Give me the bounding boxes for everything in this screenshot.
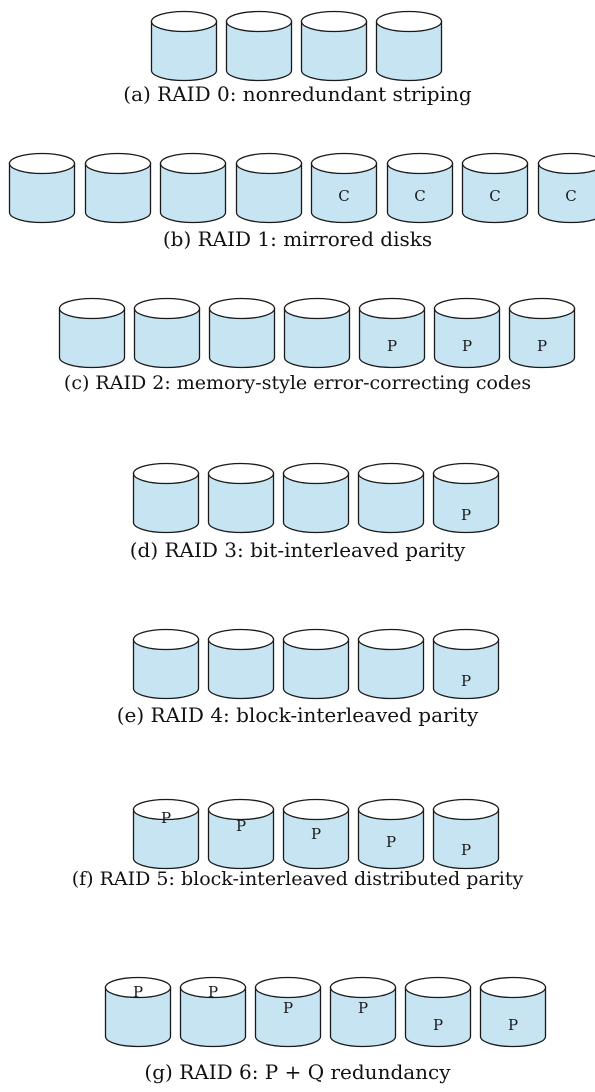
disk xyxy=(357,628,425,700)
disk xyxy=(132,628,200,700)
disk-c: C xyxy=(310,152,378,224)
disk-c: C xyxy=(461,152,529,224)
parity-marker: P xyxy=(386,337,398,355)
disk xyxy=(208,297,276,369)
parity-marker: P xyxy=(207,983,219,1001)
parity-marker: P xyxy=(460,841,472,859)
disk-row-raid-5: P P P P P xyxy=(132,798,500,870)
disk xyxy=(375,10,443,82)
disk-c: C xyxy=(386,152,454,224)
parity-marker: P xyxy=(432,1016,444,1034)
disk-row-raid-4: P xyxy=(132,628,500,700)
disk-row-raid-6: P P P P P P xyxy=(104,976,547,1048)
caption-raid-2: (c) RAID 2: memory-style error-correctin… xyxy=(63,372,532,394)
disk-p: P xyxy=(179,976,247,1048)
disk xyxy=(8,152,76,224)
disk xyxy=(282,628,350,700)
disk-c: C xyxy=(537,152,595,224)
copy-marker: C xyxy=(338,187,350,205)
disk-p: P xyxy=(254,976,322,1048)
disk-p: P xyxy=(432,462,500,534)
disk-p: P xyxy=(479,976,547,1048)
parity-marker: P xyxy=(461,337,473,355)
disk xyxy=(150,10,218,82)
parity-marker: P xyxy=(282,999,294,1017)
disk-p: P xyxy=(433,297,501,369)
parity-marker: P xyxy=(507,1016,519,1034)
disk xyxy=(283,297,351,369)
disk-p: P xyxy=(207,798,275,870)
disk-p: P xyxy=(104,976,172,1048)
caption-raid-1: (b) RAID 1: mirrored disks xyxy=(162,227,433,251)
disk-row-raid-0 xyxy=(150,10,443,82)
caption-raid-4: (e) RAID 4: block-interleaved parity xyxy=(116,703,479,727)
disk xyxy=(235,152,303,224)
disk xyxy=(132,462,200,534)
disk-p: P xyxy=(404,976,472,1048)
disk-p: P xyxy=(432,628,500,700)
parity-marker: P xyxy=(460,506,472,524)
disk xyxy=(133,297,201,369)
disk-p: P xyxy=(357,798,425,870)
disk-row-raid-3: P xyxy=(132,462,500,534)
parity-marker: P xyxy=(357,999,369,1017)
disk xyxy=(207,628,275,700)
parity-marker: P xyxy=(132,983,144,1001)
copy-marker: C xyxy=(489,187,501,205)
disk xyxy=(58,297,126,369)
disk xyxy=(225,10,293,82)
disk-p: P xyxy=(329,976,397,1048)
caption-raid-3: (d) RAID 3: bit-interleaved parity xyxy=(129,538,466,562)
copy-marker: C xyxy=(565,187,577,205)
parity-marker: P xyxy=(310,825,322,843)
parity-marker: P xyxy=(235,817,247,835)
disk-p: P xyxy=(132,798,200,870)
parity-marker: P xyxy=(536,337,548,355)
disk-p: P xyxy=(282,798,350,870)
parity-marker: P xyxy=(385,833,397,851)
disk xyxy=(300,10,368,82)
parity-marker: P xyxy=(160,809,172,827)
parity-marker: P xyxy=(460,672,472,690)
copy-marker: C xyxy=(414,187,426,205)
disk xyxy=(159,152,227,224)
disk-p: P xyxy=(432,798,500,870)
caption-raid-6: (g) RAID 6: P + Q redundancy xyxy=(144,1060,451,1084)
caption-raid-5: (f) RAID 5: block-interleaved distribute… xyxy=(71,868,524,890)
disk-p: P xyxy=(508,297,576,369)
caption-raid-0: (a) RAID 0: nonredundant striping xyxy=(123,82,472,106)
disk xyxy=(84,152,152,224)
disk-p: P xyxy=(358,297,426,369)
disk xyxy=(282,462,350,534)
disk xyxy=(207,462,275,534)
disk xyxy=(357,462,425,534)
